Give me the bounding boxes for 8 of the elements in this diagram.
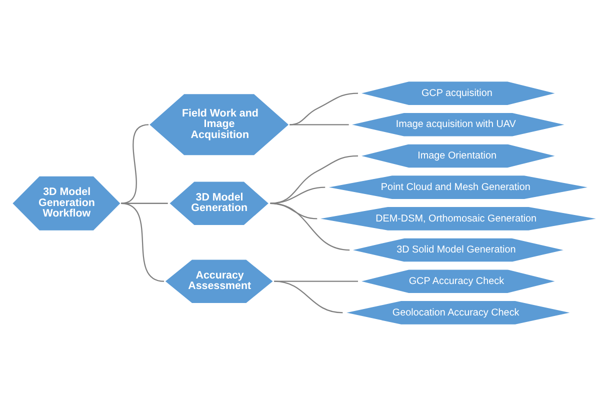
connector [290,124,349,126]
connector [270,155,358,204]
connector [270,186,326,204]
connector [290,92,358,126]
connector [120,202,164,282]
connector [120,124,149,204]
connector [270,202,350,251]
connector [274,280,343,314]
